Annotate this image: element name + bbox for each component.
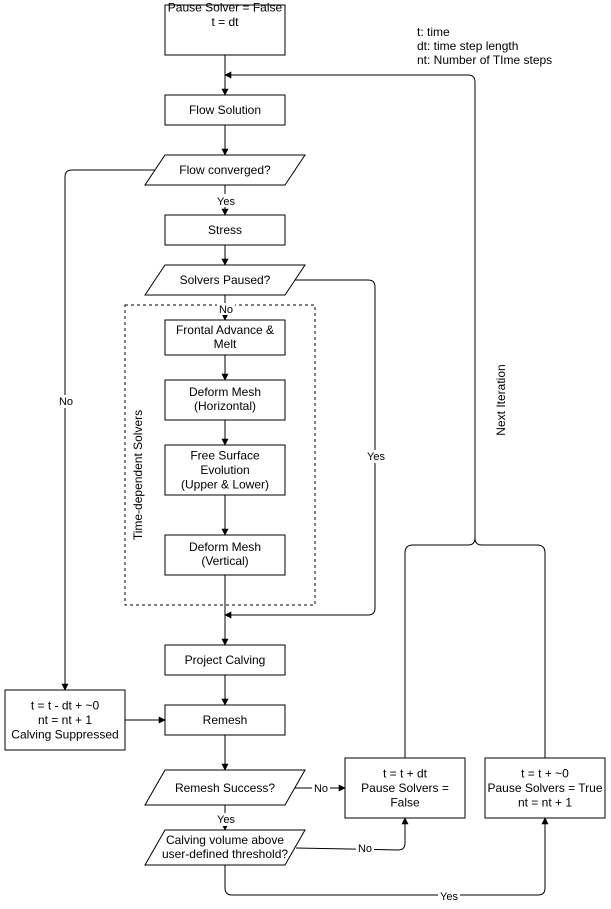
remesh-success-label: Remesh Success? xyxy=(175,781,275,795)
edge-label-yes-calving: Yes xyxy=(440,891,458,903)
edge-label-yes-paused: Yes xyxy=(367,451,385,463)
svg-text:Deform Mesh(Vertical): Deform Mesh(Vertical) xyxy=(189,540,261,568)
edge-label-next-iteration: Next Iteration xyxy=(494,364,508,435)
flow-converged-decision: Flow converged? xyxy=(144,154,306,186)
frontal-advance-line-1: Frontal Advance & xyxy=(176,323,274,337)
resume-line-2: Pause Solvers = xyxy=(361,781,449,795)
edge-paused-yes xyxy=(224,279,376,619)
free-surface-line-3: (Upper & Lower) xyxy=(181,477,269,491)
legend-line-nt: nt: Number of TIme steps xyxy=(417,53,552,67)
free-surface-line-1: Free Surface xyxy=(190,449,260,463)
svg-text:Frontal Advance &Melt: Frontal Advance &Melt xyxy=(176,323,274,351)
flow-solution-label: Flow Solution xyxy=(189,103,261,117)
suppressed-line-1: t = t - dt + ~0 xyxy=(31,699,100,713)
deform-vertical-line-2: (Vertical) xyxy=(201,554,248,568)
edge-calving-no xyxy=(295,817,409,851)
edge-next-iteration xyxy=(224,71,476,538)
remesh-label: Remesh xyxy=(203,713,248,727)
frontal-advance-line-2: Melt xyxy=(214,337,237,351)
suppressed-line-3: Calving Suppressed xyxy=(11,727,118,741)
deform-horizontal-line-1: Deform Mesh xyxy=(189,385,261,399)
edge-converged-no xyxy=(61,169,163,691)
legend: t: time dt: time step length nt: Number … xyxy=(417,25,552,67)
time-dependent-solvers-group xyxy=(124,304,316,606)
pause-line-1: t = t + ~0 xyxy=(521,767,569,781)
deform-vertical-line-1: Deform Mesh xyxy=(189,540,261,554)
solvers-paused-decision: Solvers Paused? xyxy=(144,264,306,296)
pause-line-2: Pause Solvers = True xyxy=(487,781,602,795)
edge-label-yes-converged: Yes xyxy=(217,196,235,208)
flow-converged-label: Flow converged? xyxy=(179,163,271,177)
frontal-advance-node: Frontal Advance &Melt xyxy=(164,319,286,356)
stress-label: Stress xyxy=(208,223,242,237)
edge-calving-yes xyxy=(224,817,549,896)
deform-horizontal-node: Deform Mesh(Horizontal) xyxy=(164,379,286,421)
resume-line-3: False xyxy=(390,795,420,809)
legend-line-dt: dt: time step length xyxy=(417,39,518,53)
edge-resume-loop xyxy=(404,537,476,758)
edge-pause-loop xyxy=(474,537,546,758)
remesh-success-decision: Remesh Success? xyxy=(144,769,306,806)
calving-threshold-line-1: Calving volume above xyxy=(166,833,284,847)
edge-label-no-calving: No xyxy=(358,843,372,855)
start-line-1: Pause Solver = False xyxy=(168,0,283,14)
edge-label-no-remesh: No xyxy=(314,783,328,795)
svg-text:Deform Mesh(Horizontal): Deform Mesh(Horizontal) xyxy=(189,385,261,413)
resume-line-1: t = t + dt xyxy=(383,767,428,781)
suppressed-line-2: nt = nt + 1 xyxy=(38,713,92,727)
remesh-node: Remesh xyxy=(164,704,286,736)
flow-solution-node: Flow Solution xyxy=(164,94,286,126)
edge-label-yes-remesh: Yes xyxy=(217,814,235,826)
project-calving-label: Project Calving xyxy=(185,653,266,667)
solvers-paused-label: Solvers Paused? xyxy=(180,273,271,287)
deform-vertical-node: Deform Mesh(Vertical) xyxy=(164,534,286,576)
group-label: Time-dependent Solvers xyxy=(131,410,145,540)
free-surface-line-2: Evolution xyxy=(200,463,249,477)
legend-line-time: t: time xyxy=(417,25,450,39)
calving-threshold-line-2: user-defined threshold? xyxy=(162,847,288,861)
edge-labels: Yes No No Yes No Yes No Yes Next Iterati… xyxy=(56,194,508,903)
stress-node: Stress xyxy=(164,214,286,246)
pause-line-3: nt = nt + 1 xyxy=(518,795,572,809)
edge-label-no-converged: No xyxy=(59,396,73,408)
edge-label-no-paused: No xyxy=(219,304,233,316)
start-line-2: t = dt xyxy=(211,15,239,29)
project-calving-node: Project Calving xyxy=(164,644,286,676)
deform-horizontal-line-2: (Horizontal) xyxy=(194,399,256,413)
